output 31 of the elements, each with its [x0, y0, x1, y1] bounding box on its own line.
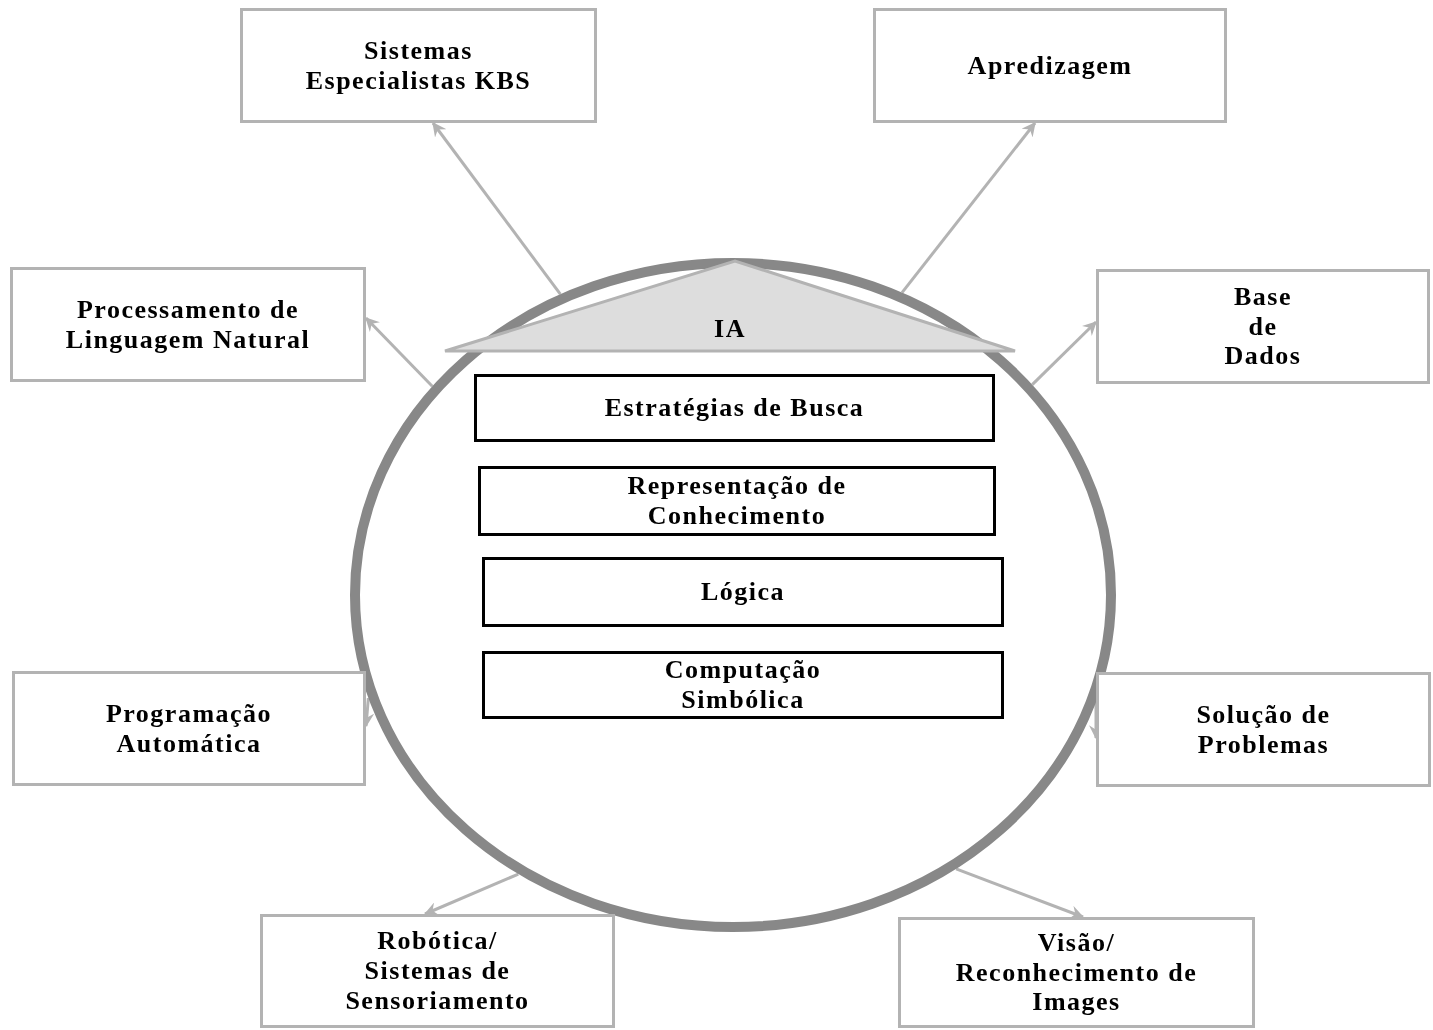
arrow — [1031, 320, 1098, 386]
text-box — [898, 917, 1255, 1028]
node-label: Computação Simbólica — [663, 655, 823, 715]
text-box — [474, 374, 995, 442]
node-label: Lógica — [700, 577, 786, 607]
node-label: Robótica/ Sistemas de Sensoriamento — [344, 926, 531, 1016]
node-label: IA — [714, 314, 746, 344]
arrow — [364, 316, 434, 388]
arrow — [423, 872, 519, 916]
arrow — [431, 122, 562, 296]
text-box — [478, 466, 996, 536]
text-box — [12, 671, 366, 786]
text-box — [10, 267, 366, 382]
node-label: Solução de Problemas — [1195, 699, 1332, 760]
text-box — [1096, 672, 1431, 787]
node-label: Apredizagem — [967, 50, 1133, 81]
text-box — [260, 914, 615, 1028]
text-box — [240, 8, 597, 123]
text-box — [873, 8, 1227, 123]
node-label: Visão/ Reconhecimento de Images — [954, 927, 1199, 1018]
arrow — [955, 867, 1085, 919]
text-box — [482, 557, 1004, 627]
node-label: Estratégias de Busca — [604, 393, 865, 423]
node-label: Base de Dados — [1223, 281, 1303, 372]
node-label: Sistemas Especialistas KBS — [304, 35, 533, 96]
node-label: Programação Automática — [104, 698, 274, 759]
node-label: Processamento de Linguagem Natural — [64, 294, 312, 355]
node-label: Representação de Conhecimento — [626, 471, 848, 531]
text-box — [482, 651, 1004, 719]
text-box — [1096, 269, 1430, 384]
arrow — [900, 122, 1037, 294]
